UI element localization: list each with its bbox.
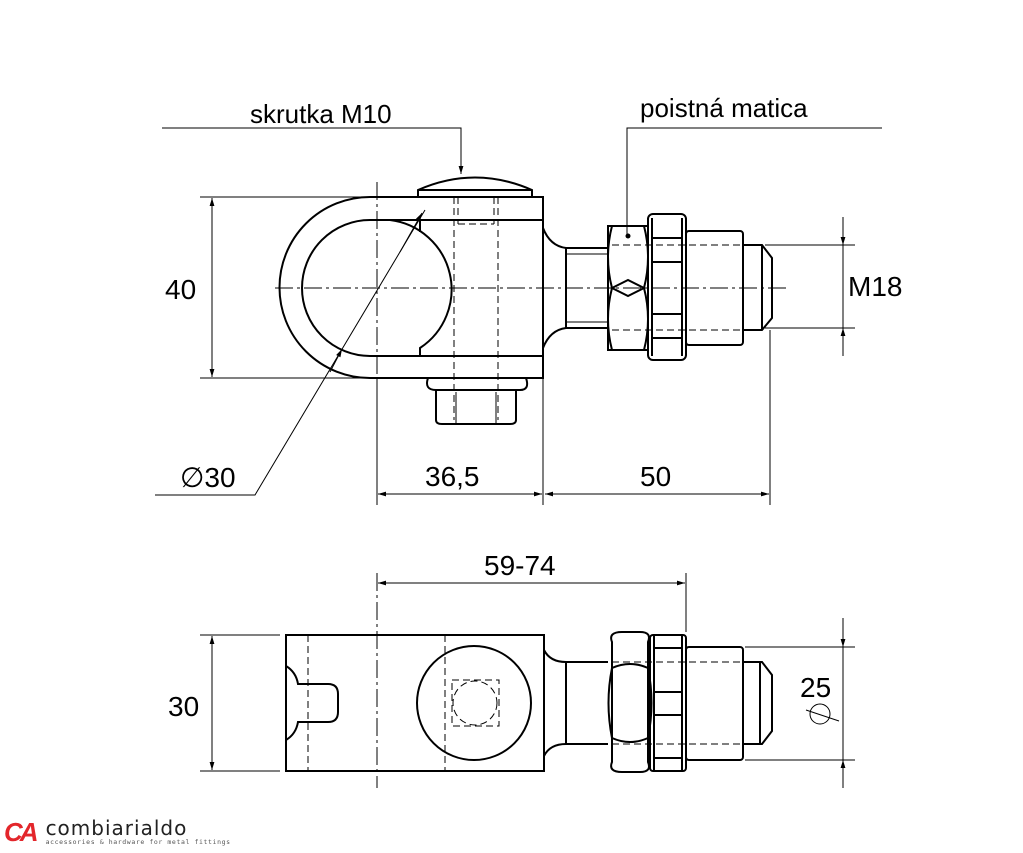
dim-adjust-range-59-74: 59-74	[484, 550, 556, 581]
logo-name: combiarialdo	[45, 816, 188, 840]
locknut-callout-label: poistná matica	[640, 93, 808, 123]
bolt-callout-label: skrutka M10	[250, 99, 392, 129]
diameter-symbol-icon	[805, 703, 840, 725]
logo-tagline: accessories & hardware for metal fitting…	[45, 838, 231, 846]
logo-mark-icon: CA	[4, 817, 39, 847]
dim-diameter-30: ∅30	[180, 462, 236, 493]
dim-thread-m18: M18	[848, 271, 902, 302]
dim-body-length-36-5: 36,5	[425, 461, 480, 492]
dim-thread-length-50: 50	[640, 461, 671, 492]
dim-nut-diameter-25: 25	[800, 672, 831, 703]
top-view: skrutka M10 poistná matica 40 M18 ∅30 36…	[155, 93, 902, 505]
brand-logo: CA combiarialdo accessories & hardware f…	[4, 818, 231, 846]
side-view: 59-74 30 25	[168, 550, 855, 788]
dim-height-30: 30	[168, 691, 199, 722]
dim-height-40: 40	[165, 274, 196, 305]
